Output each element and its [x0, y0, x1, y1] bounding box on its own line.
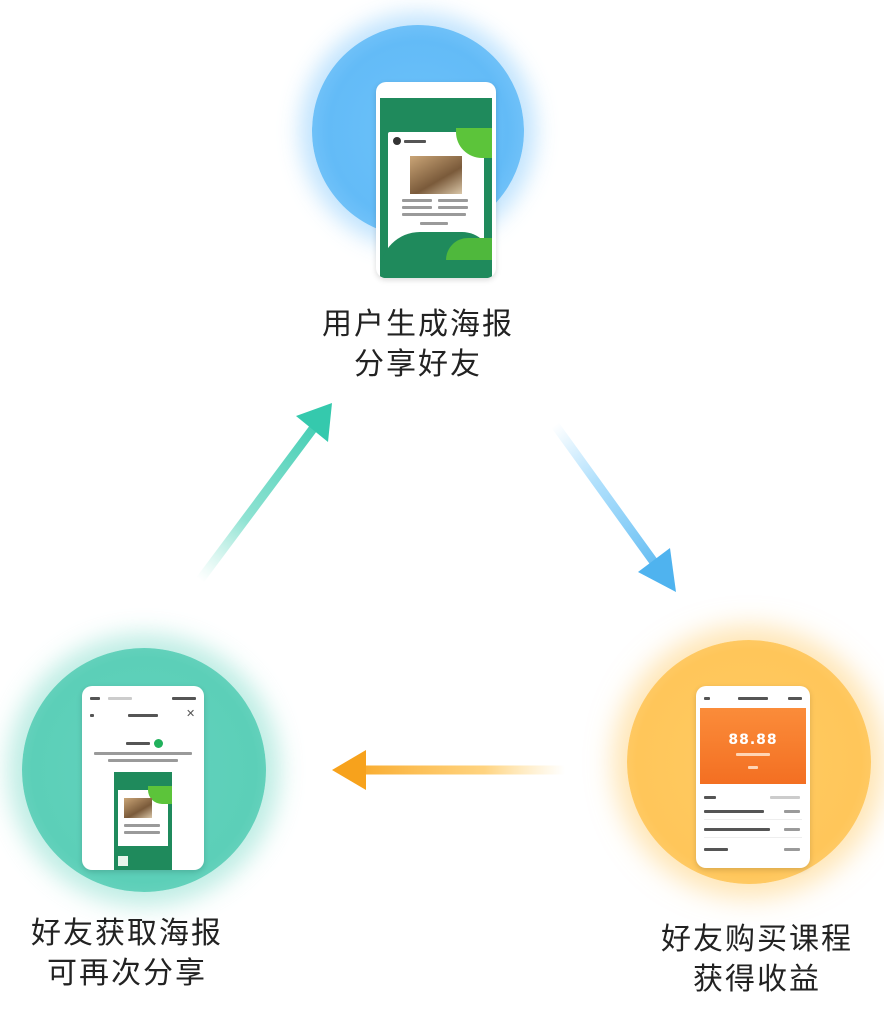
step-purchase-label: 好友购买课程 获得收益: [661, 922, 853, 997]
phone-income-mockup: 88.88: [696, 686, 810, 868]
arrow-green: [195, 403, 332, 585]
step-share-again-label: 好友获取海报 可再次分享: [31, 916, 223, 991]
phone-share-mockup: ✕: [82, 686, 204, 870]
income-amount: 88.88: [728, 732, 778, 748]
step-generate-poster-label: 用户生成海报 分享好友: [322, 307, 514, 382]
close-icon: ✕: [186, 707, 196, 720]
income-card: [700, 708, 806, 784]
arrow-blue: [550, 420, 676, 592]
poster-photo: [410, 156, 462, 194]
phone-poster-mockup: [376, 82, 496, 278]
share-check-icon: [154, 739, 163, 748]
arrow-orange: [332, 750, 570, 790]
poster-qr-icon: [118, 856, 128, 866]
poster-avatar: [393, 137, 401, 145]
